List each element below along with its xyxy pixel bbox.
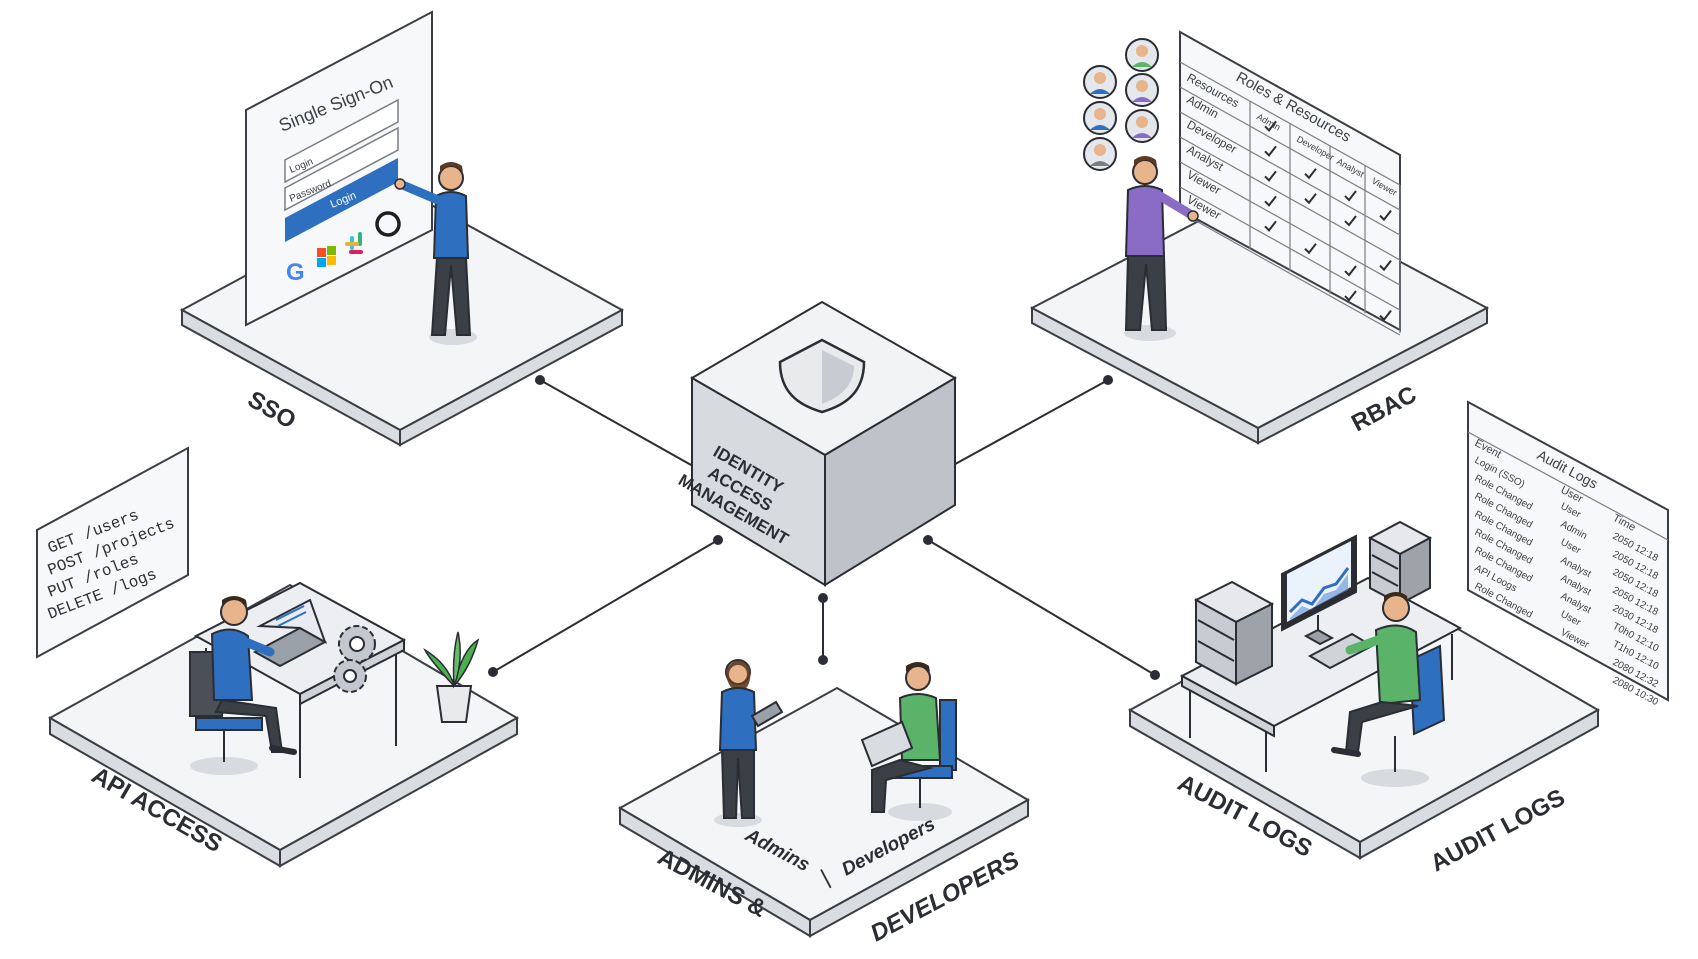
check-icon: [1344, 290, 1357, 302]
connector-audit: [927, 539, 1156, 676]
avatar: [1083, 65, 1117, 99]
check-icon: [1379, 310, 1392, 322]
google-icon[interactable]: G: [286, 259, 305, 286]
check-icon: [1264, 195, 1277, 207]
check-icon: [1344, 265, 1357, 277]
avatar: [1125, 109, 1159, 143]
avatar: [1083, 137, 1117, 171]
admin-figure: [714, 659, 784, 827]
rbac-section: Roles & Resources Resources AdminDevelop…: [1029, 30, 1490, 445]
tablet-icon: [750, 700, 784, 728]
rbac-user-figure: [1124, 156, 1199, 341]
audit-section: Audit Logs Event User Time Login (SSO)Ro…: [1127, 400, 1669, 877]
rbac-grid: [1179, 61, 1401, 336]
check-icon: [1304, 243, 1317, 255]
sso-login-button[interactable]: [285, 158, 398, 242]
avatar: [1083, 101, 1117, 135]
server-rack: [1367, 520, 1433, 606]
sso-password-field[interactable]: [284, 126, 399, 212]
audit-analyst-figure: [1331, 592, 1446, 787]
laptop: [252, 598, 328, 668]
role-avatars: [1083, 38, 1159, 171]
server-rack: [1193, 580, 1275, 686]
microsoft-icon[interactable]: [317, 246, 336, 267]
sso-user-figure: [394, 162, 477, 345]
connector-api: [492, 539, 719, 673]
monitor: [1281, 534, 1357, 646]
developer-figure: [860, 662, 957, 821]
sso-label: SSO: [243, 386, 300, 435]
connector-rbac: [947, 379, 1109, 469]
audit-logs-panel: [1467, 400, 1669, 702]
api-endpoints-panel: [36, 446, 189, 659]
check-icon: [1264, 170, 1277, 182]
sso-section: Single Sign-On Login Password Login G: [179, 10, 625, 447]
avatar: [1125, 73, 1159, 107]
sso-login-field[interactable]: [284, 98, 399, 184]
avatar: [1125, 38, 1159, 72]
check-icon: [1344, 190, 1357, 202]
laptop: [860, 720, 914, 768]
connectors: [488, 375, 1160, 680]
check-icon: [1379, 260, 1392, 272]
github-icon[interactable]: [375, 211, 401, 237]
gear-icon: [338, 625, 376, 663]
people-section: Admins | Developers ADMINS & DEVELOPERS: [617, 659, 1031, 947]
api-developer-figure: [189, 596, 297, 775]
check-icon: [1264, 220, 1277, 232]
check-icon: [1344, 215, 1357, 227]
check-icon: [1304, 168, 1317, 180]
check-icon: [1379, 210, 1392, 222]
slack-icon[interactable]: [345, 232, 363, 254]
check-icon: [1264, 145, 1277, 157]
check-icon: [1304, 193, 1317, 205]
check-icon: [1264, 120, 1277, 132]
iam-hub: IDENTITY ACCESS MANAGEMENT: [675, 300, 957, 587]
plant-icon: [423, 631, 480, 723]
gear-icon: [333, 659, 367, 693]
connector-sso: [539, 379, 701, 471]
